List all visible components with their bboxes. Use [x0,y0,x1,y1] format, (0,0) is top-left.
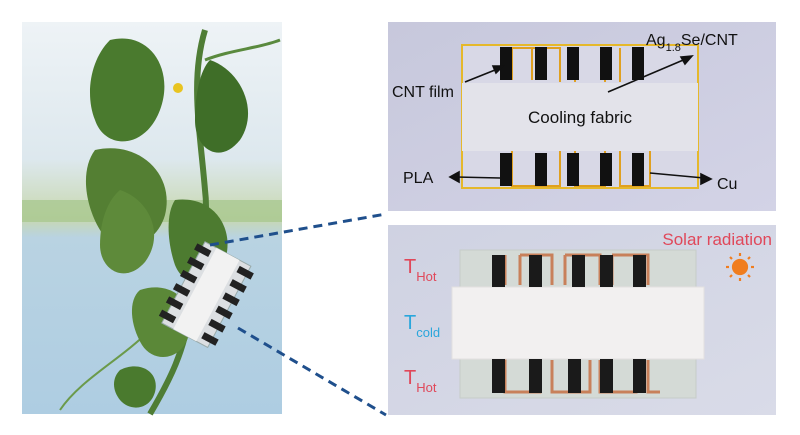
arrow-pla-head [448,170,460,184]
leaf [100,190,155,274]
label-t-cold: Tcold [404,312,440,340]
sun-icon [726,253,754,281]
leaf [90,38,165,142]
arrow-pla [455,176,501,179]
cooling-fabric [462,83,698,151]
label-pla: PLA [403,170,434,187]
t-hot-bottom-base: T [404,367,416,389]
label-cooling-fabric: Cooling fabric [528,108,632,127]
label-t-hot-top: THot [404,256,437,284]
arrow-cu-head [700,172,713,186]
vine-tendril [204,38,281,62]
label-ag-se-cnt: Ag1.8Se/CNT [646,32,738,54]
label-t-hot-bottom: THot [404,367,437,395]
schematic-panel: CNT film Ag1.8Se/CNT Cooling fabric PLA … [388,22,776,211]
t-hot-bottom-sub: Hot [416,380,437,395]
device-cooling-fabric [451,286,705,360]
device-on-plant [158,241,254,349]
arrow-ag-se [607,57,689,93]
cnt-strips-top [500,47,644,80]
arrow-cnt-film-head [491,65,505,75]
connector-line-bottom [237,326,387,417]
arrow-cu [649,172,705,179]
t-cold-base: T [404,312,416,334]
device-photo-panel: THot Tcold THot Solar radiation [388,225,776,415]
leaf [195,60,249,153]
plant-photo [22,22,282,416]
label-cnt-film: CNT film [392,84,454,101]
device-cnt-strips-bottom [492,359,646,393]
device-cnt-strips-top [492,255,646,287]
t-cold-sub: cold [416,325,440,340]
pointer-arrows [448,55,713,186]
arrow-ag-se-head [679,55,694,66]
leaf [114,366,156,408]
label-solar-radiation: Solar radiation [662,230,772,249]
label-ag-rest: Se/CNT [681,32,738,49]
label-ag-base: Ag [646,32,666,49]
flower [173,83,183,93]
cnt-strips-bottom [500,153,644,186]
t-hot-top-sub: Hot [416,269,437,284]
t-hot-top-base: T [404,256,416,278]
label-cu: Cu [717,176,737,193]
label-ag-sub: 1.8 [666,42,681,54]
